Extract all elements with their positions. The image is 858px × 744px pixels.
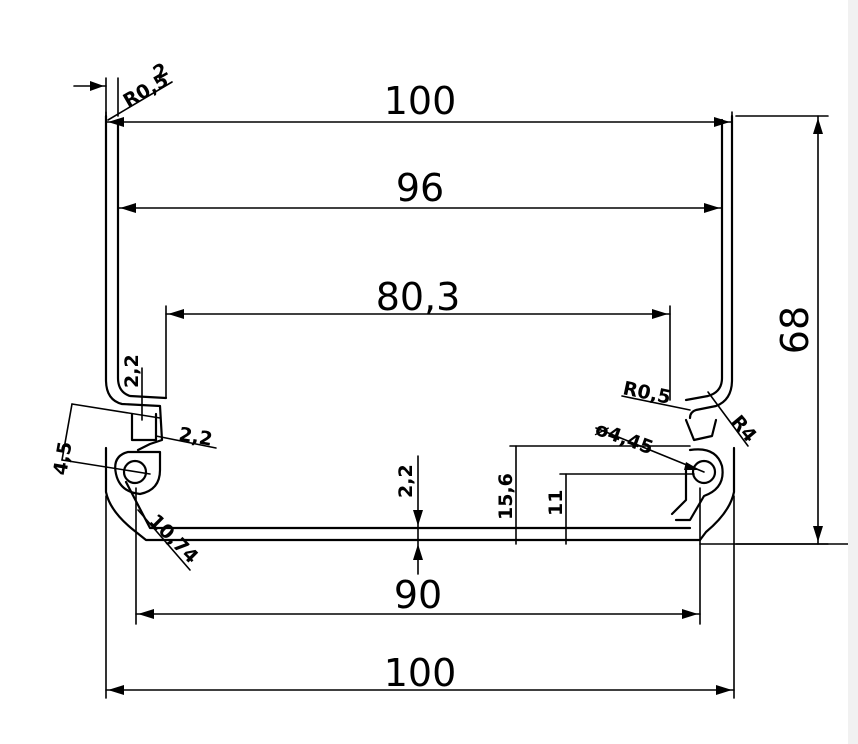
- dim-label-15-6: 15,6: [495, 473, 517, 520]
- dim-left-slot: 2,2 2,2 4,5: [49, 354, 217, 477]
- dim-heights-right: 15,6 11: [495, 445, 849, 545]
- dim-label-100-top: 100: [384, 79, 457, 123]
- dim-label-r05-right: R0,5: [621, 377, 673, 409]
- dim-right-screw: R0,5 R4 ø4,45: [592, 377, 761, 473]
- dim-96: 96: [117, 166, 723, 213]
- dim-base-thickness: 2,2: [395, 455, 423, 575]
- dim-label-screw-hole: ø4,45: [592, 418, 656, 459]
- dim-label-base-2-2: 2,2: [395, 464, 417, 498]
- dim-label-96: 96: [396, 166, 444, 210]
- dim-label-slot-depth: 2,2: [121, 354, 143, 388]
- dim-bottom-100: 100: [105, 495, 735, 699]
- dim-label-68: 68: [773, 306, 817, 354]
- dim-label-r05-top: R0,5: [120, 69, 173, 112]
- dim-80-3: 80,3: [165, 275, 671, 401]
- dim-label-100-bottom: 100: [384, 651, 457, 695]
- dim-label-90: 90: [394, 573, 442, 617]
- dim-label-r4: R4: [726, 411, 761, 446]
- dim-68: 68: [735, 115, 829, 545]
- dim-label-11: 11: [545, 490, 567, 516]
- profile-outline: [104, 114, 736, 542]
- page-edge: [848, 0, 858, 744]
- dim-top-100: 100: [105, 79, 733, 131]
- dim-label-80-3: 80,3: [376, 275, 461, 319]
- dim-label-slot-height: 4,5: [49, 440, 77, 477]
- dim-wall-thickness: 2 R0,5: [73, 59, 173, 121]
- dim-90: 90: [135, 487, 701, 625]
- dim-label-slot-width: 2,2: [177, 423, 214, 451]
